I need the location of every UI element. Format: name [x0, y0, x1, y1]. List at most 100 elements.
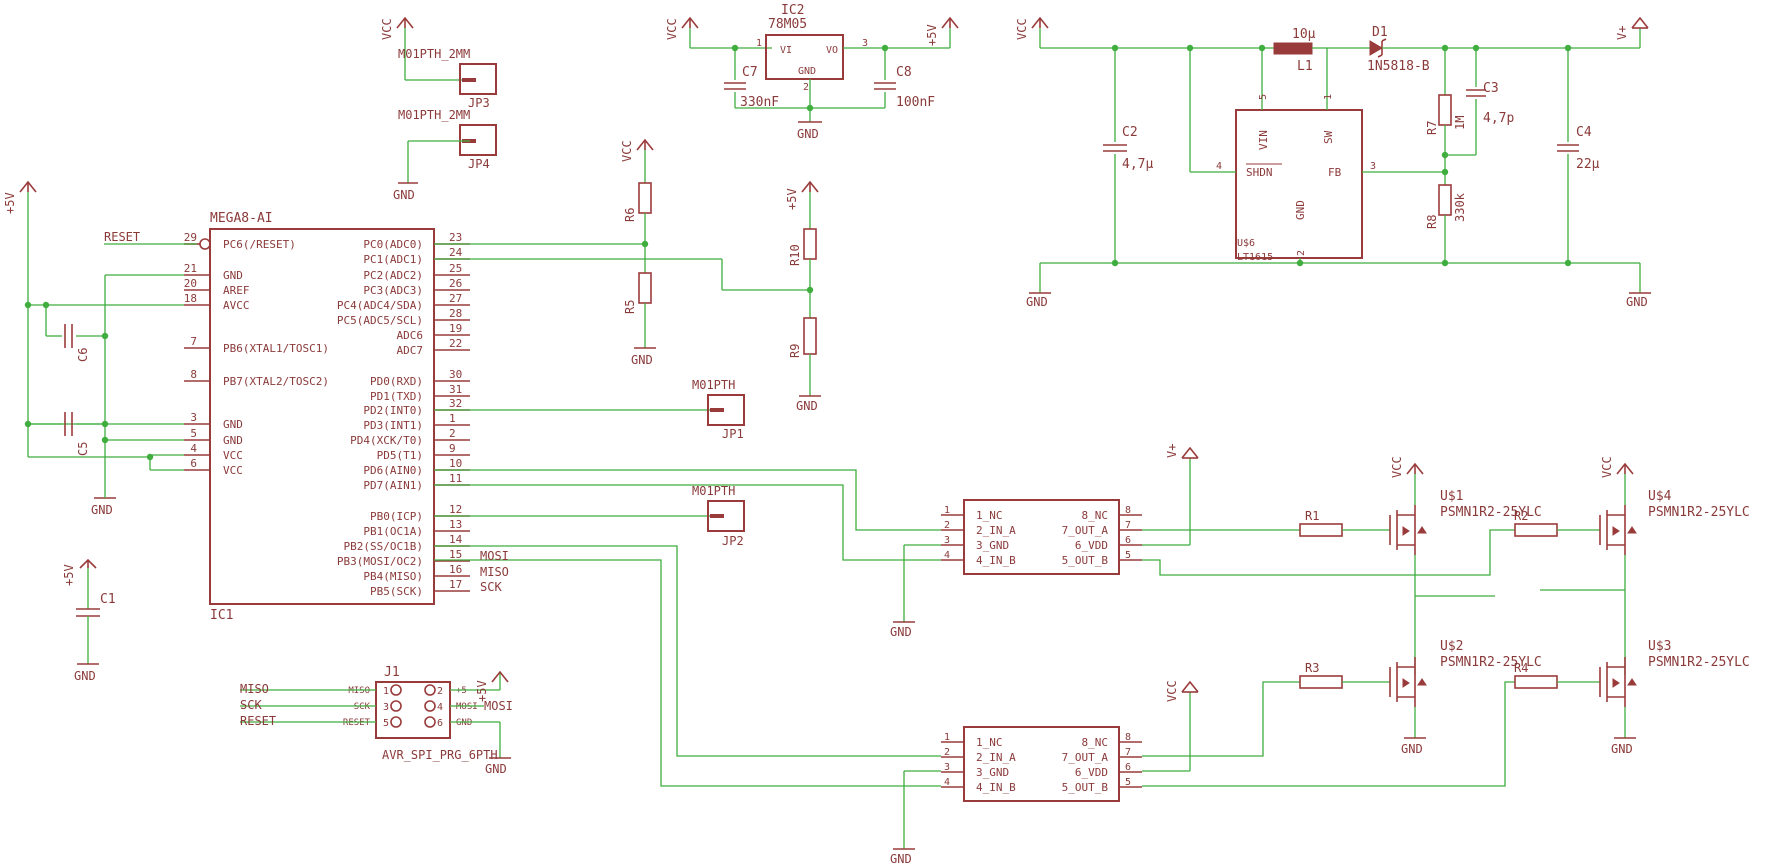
gnd-label-u2: GND — [1401, 742, 1423, 756]
gnd-label-drv1: GND — [890, 625, 912, 639]
mosfet-u2[interactable]: GND U$2 PSMN1R2-25YLC — [1389, 639, 1542, 756]
driver-right-pin-num: 7 — [1125, 747, 1131, 758]
gnd-label-u3: GND — [1611, 742, 1633, 756]
driver-left-pin-label: 3_GND — [976, 766, 1009, 779]
u4-part: PSMN1R2-25YLC — [1648, 505, 1750, 520]
ic1-right-pin-label: PC0(ADC0) — [363, 238, 423, 251]
ic1-left-pin-label: GND — [223, 418, 243, 431]
ic1-left-pin-num: 7 — [190, 335, 197, 348]
boost-fb: FB — [1328, 166, 1342, 179]
driver-left-pin-label: 4_IN_B — [976, 554, 1016, 567]
driver-left-pin-num: 3 — [944, 762, 950, 773]
net-label-reset: RESET — [104, 230, 140, 244]
driver-right-pin-num: 8 — [1125, 505, 1131, 516]
jp3-part: M01PTH_2MM — [398, 47, 470, 61]
u2-part: PSMN1R2-25YLC — [1440, 655, 1542, 670]
boost-pin2: 2 — [1296, 250, 1307, 256]
gnd-label-boost-2: GND — [1626, 295, 1648, 309]
driver-right-pin-num: 8 — [1125, 732, 1131, 743]
driver-right-pin-num: 6 — [1125, 535, 1131, 546]
driver-left-pin-num: 2 — [944, 747, 950, 758]
isp-pin-num: 5 — [383, 718, 389, 729]
jp4-jumper[interactable]: M01PTH_2MM JP4 GND — [393, 108, 497, 202]
gnd-label-ic1: GND — [91, 503, 113, 517]
p5v-label-c1: +5V — [62, 564, 76, 586]
r6-label: R6 — [623, 208, 637, 222]
ic1-right-pin-num: 12 — [449, 503, 462, 516]
boost-sw: SW — [1322, 130, 1335, 144]
ic1-right-pin-num: 28 — [449, 307, 462, 320]
ic1-left-pin-num: 18 — [184, 292, 197, 305]
d1-value: 1N5818-B — [1367, 59, 1430, 74]
boost-lt1615[interactable]: V+ VCC — [1015, 16, 1651, 309]
ic1-right-pin-num: 27 — [449, 292, 462, 305]
vcc-label-boost: VCC — [1015, 18, 1029, 40]
ic2-gnd: GND — [798, 66, 816, 77]
ic1-right-pin-num: 14 — [449, 533, 463, 546]
jp3-name: JP3 — [468, 96, 490, 110]
driver-left-pin-num: 1 — [944, 505, 950, 516]
j1-part: AVR_SPI_PRG_6PTH — [382, 748, 498, 762]
ic1-part-label: MEGA8-AI — [210, 211, 273, 226]
gate-resistors[interactable]: R1 R2 R3 R4 — [1299, 509, 1600, 689]
jp1-jumper[interactable]: M01PTH JP1 — [434, 378, 745, 441]
ic1-right-pin-label: PB3(MOSI/OC2) — [337, 555, 423, 568]
ic1-right-pin-label: PB5(SCK) — [370, 585, 423, 598]
gnd-label-reg: GND — [797, 127, 819, 141]
driver-right-pin-label: 7_OUT_A — [1062, 524, 1109, 537]
isp-pin-num: 3 — [383, 702, 389, 713]
ic1-right-pin-label: PC3(ADC3) — [363, 284, 423, 297]
driver-left-pin-label: 2_IN_A — [976, 524, 1016, 537]
isp-pad — [424, 684, 436, 696]
mosfet-u1[interactable]: VCC U$1 PSMN1R2-25YLC — [1389, 456, 1542, 675]
gnd-label-r5: GND — [631, 353, 653, 367]
r5-label: R5 — [623, 300, 637, 314]
c1-capacitor[interactable]: +5V C1 GND — [62, 558, 116, 683]
vcc-label-u1: VCC — [1390, 456, 1404, 478]
ic1-right-pin-label: PD7(AIN1) — [363, 479, 423, 492]
ic1-right-nets: MOSI MISO SCK — [434, 469, 941, 787]
motor-bridge-wires — [1415, 589, 1625, 597]
isp-pin-label: MOSI — [456, 702, 478, 712]
ic1-left-pin-label: PB6(XTAL1/TOSC1) — [223, 342, 329, 355]
c3-value: 4,7p — [1483, 111, 1514, 126]
isp-net-miso: MISO — [240, 682, 269, 696]
ic1-left-pin-num: 6 — [190, 457, 197, 470]
boost-pin1: 1 — [1323, 94, 1334, 100]
boost-vin: VIN — [1257, 130, 1270, 150]
reset-bubble — [199, 238, 211, 250]
c4-name: C4 — [1576, 125, 1592, 140]
driver-left-pin-label: 3_GND — [976, 539, 1009, 552]
driver-left-pin-num: 2 — [944, 520, 950, 531]
jp2-name: JP2 — [722, 534, 744, 548]
ic1-right-pin-num: 17 — [449, 578, 462, 591]
ic1-right-pin-num: 9 — [449, 442, 456, 455]
ic1-right-pin-num: 31 — [449, 383, 462, 396]
ic1-left-pin-num: 3 — [190, 411, 197, 424]
ic1-left-pin-num: 21 — [184, 262, 197, 275]
regulator-78m05[interactable]: VCC +5V IC2 78M05 VI VO GND 1 2 3 C7 330… — [665, 3, 959, 141]
driver-left-pin-label: 4_IN_B — [976, 781, 1016, 794]
mosfet-u4[interactable]: VCC U$4 PSMN1R2-25YLC — [1599, 456, 1750, 675]
l1-name: L1 — [1297, 59, 1313, 74]
mosfet-u3[interactable]: GND U$3 PSMN1R2-25YLC — [1599, 639, 1750, 756]
ic1-mega8[interactable]: MEGA8-AI IC1 29PC6(/RESET)21GND20AREF18A… — [184, 211, 470, 623]
jp4-name: JP4 — [468, 157, 490, 171]
jp2-jumper[interactable]: M01PTH JP2 — [434, 484, 745, 548]
divider-r9-r10[interactable]: +5V R10 R9 GND — [434, 180, 821, 413]
jp3-jumper[interactable]: VCC M01PTH_2MM JP3 — [380, 16, 497, 110]
l1-value: 10µ — [1292, 27, 1316, 42]
isp-pin-label: SCK — [354, 702, 371, 712]
ic2-vi: VI — [780, 45, 792, 56]
driver-left-pin-label: 2_IN_A — [976, 751, 1016, 764]
jp4-part: M01PTH_2MM — [398, 108, 470, 122]
u2-name: U$2 — [1440, 639, 1463, 654]
ic1-right-pin-label: PD5(T1) — [377, 449, 423, 462]
divider-r5-r6[interactable]: VCC R6 R5 GND — [434, 138, 656, 367]
driver-right-pin-num: 5 — [1125, 550, 1131, 561]
